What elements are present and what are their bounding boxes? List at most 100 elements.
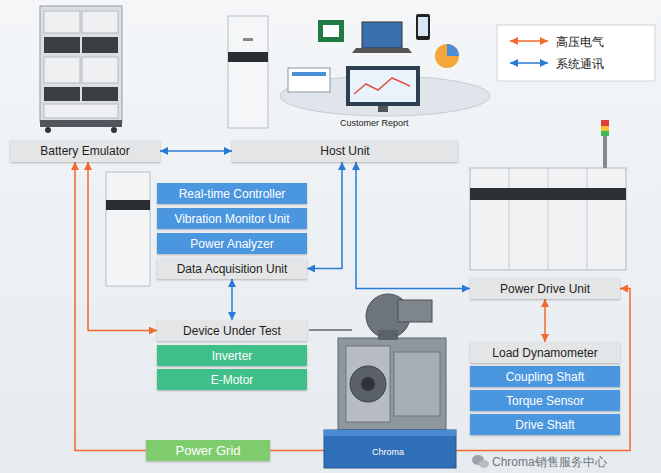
unit-box: Load Dynamometer <box>470 342 620 363</box>
node-label: Power Grid <box>175 443 240 458</box>
monitor-icon <box>346 66 420 106</box>
legend-line-sample <box>510 40 548 42</box>
legend-text: 高压电气 <box>556 34 604 51</box>
signal-light <box>601 131 609 136</box>
node-label: Coupling Shaft <box>506 370 585 384</box>
node-label: Device Under Test <box>183 324 281 338</box>
cabinet-panel <box>82 37 118 53</box>
tower-slot <box>243 38 253 41</box>
power-line <box>75 162 146 451</box>
module-box: Real-time Controller <box>157 183 307 204</box>
dut-box: Device Under Test <box>157 320 307 341</box>
watermark: Chroma销售服务中心 <box>492 454 607 471</box>
node-label: Inverter <box>212 349 253 363</box>
motor-illustration <box>324 294 456 468</box>
cabinet-seam <box>587 168 588 270</box>
legend-line-sample <box>510 62 548 64</box>
tower-band <box>228 52 268 62</box>
legend-frame <box>497 25 655 81</box>
cabinet-panel <box>44 57 80 83</box>
node-label: E-Motor <box>211 373 254 387</box>
unit-box: Power Drive Unit <box>470 278 620 299</box>
signal-light <box>601 120 609 126</box>
node-label: Torque Sensor <box>506 394 584 408</box>
component-box: Drive Shaft <box>470 414 620 435</box>
spreadsheet-icon <box>318 20 344 42</box>
fan-outlet <box>398 300 432 322</box>
comm-line <box>160 150 232 152</box>
motor-shaft <box>361 377 375 391</box>
data-acquisition-tower <box>106 172 150 286</box>
chat-bubble <box>479 460 489 468</box>
motor-flange <box>350 366 386 402</box>
host-box: Host Unit <box>232 140 458 162</box>
motor-block <box>394 352 440 416</box>
cabinet-wheel <box>111 127 117 133</box>
caption-label: Customer Report <box>340 118 409 128</box>
tower-body <box>228 16 268 128</box>
pie-chart-icon <box>435 44 459 68</box>
legend-box <box>497 25 655 81</box>
monitor-chart <box>354 78 410 94</box>
cabinet-band <box>470 188 626 200</box>
tower-band <box>106 200 150 210</box>
cabinet-base <box>40 120 122 127</box>
pie-slice <box>447 44 459 56</box>
module-box: Vibration Monitor Unit <box>157 208 307 229</box>
cabinet-seam <box>548 168 549 270</box>
unit-box: Data Acquisition Unit <box>157 258 307 279</box>
node-label: Power Drive Unit <box>500 282 590 296</box>
comm-line <box>356 162 470 289</box>
component-box: Torque Sensor <box>470 390 620 411</box>
signal-pole <box>603 134 607 168</box>
tablet-icon <box>288 68 330 92</box>
host-unit-tower <box>228 16 268 128</box>
logo-text: Chroma <box>372 447 404 457</box>
wechat-icon <box>472 455 489 468</box>
component-box: Inverter <box>157 345 307 366</box>
node-label: Power Analyzer <box>190 237 273 251</box>
cabinet-panel <box>44 11 80 33</box>
cabinet-body <box>470 168 626 270</box>
report-devices <box>280 14 490 116</box>
power-line <box>88 162 157 331</box>
cabinet-seam <box>509 168 510 270</box>
spreadsheet-sheet <box>323 25 339 37</box>
phone-screen <box>418 17 428 36</box>
component-box: E-Motor <box>157 369 307 390</box>
tablet-screen <box>292 72 326 76</box>
power-drive-cabinet <box>470 120 626 270</box>
monitor-stand <box>378 106 388 112</box>
power-line <box>544 299 546 342</box>
cabinet-wheel <box>45 127 51 133</box>
motor-frame <box>346 346 390 422</box>
module-box: Power Analyzer <box>157 233 307 254</box>
cabinet-body <box>40 6 122 122</box>
cabinet-panel <box>82 11 118 33</box>
node-label: Real-time Controller <box>179 187 286 201</box>
tower-body <box>106 172 150 286</box>
grid-box: Power Grid <box>146 440 270 461</box>
node-label: Load Dynamometer <box>492 346 597 360</box>
cabinet-panel <box>44 87 80 101</box>
emulator-box: Battery Emulator <box>10 140 160 162</box>
phone-icon <box>416 14 430 40</box>
cabinet-panel <box>82 87 118 101</box>
laptop-base <box>352 48 412 53</box>
monitor-screen <box>350 70 416 102</box>
bench-top <box>324 430 456 436</box>
cabinet-panel <box>44 37 80 53</box>
node-label: Host Unit <box>320 144 369 158</box>
node-label: Drive Shaft <box>515 418 574 432</box>
fan-neck <box>378 330 398 340</box>
cabinet-panel <box>82 57 118 83</box>
signal-light <box>601 126 609 131</box>
component-box: Coupling Shaft <box>470 366 620 387</box>
cabinet-panel <box>44 104 118 118</box>
motor-housing <box>338 338 446 430</box>
legend-text: 系统通讯 <box>556 56 604 73</box>
legend-entry: 系统通讯 <box>556 56 604 73</box>
comm-line <box>231 279 233 320</box>
laptop-screen <box>362 22 402 48</box>
